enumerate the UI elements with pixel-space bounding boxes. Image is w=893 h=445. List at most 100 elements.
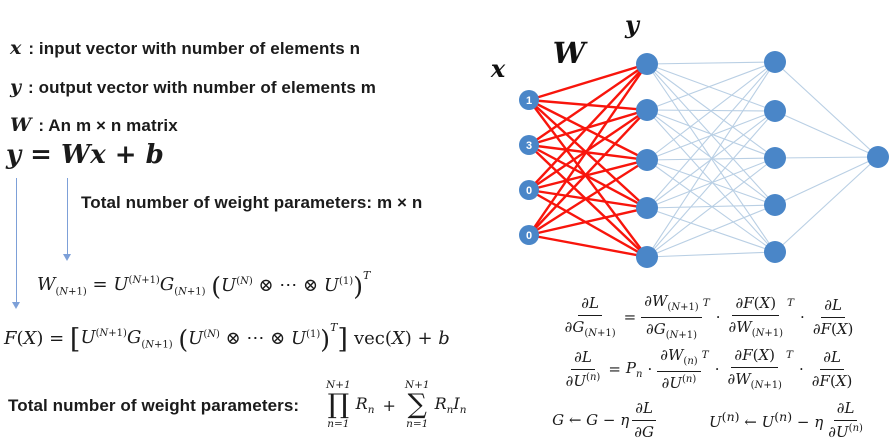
output-node [867,146,889,168]
w-decomposition-formula: W(N+1) = U(N+1)G(N+1) ( U(N) ⊗ ⋯ ⊗ U(1) … [37,269,370,301]
edge-hidden1-hidden2 [646,61,776,111]
param-count-formula: N+1 ∏ n=1 Rn + N+1 ∑ n=1 RnIn [323,371,468,439]
sum-glyph: ∑ [407,388,427,420]
frac-dW-dU: ∂W(n) ∂U(n) [657,346,701,392]
sum-upper-limit: N+1 [404,379,430,392]
input-node [519,180,539,200]
product-glyph: ∏ [327,388,350,420]
math-var-w: W [10,114,32,136]
product-term: Rn [355,393,375,417]
w-formula-lhs: W(N+1) = U(N+1)G(N+1) [37,273,206,298]
sum-operator: N+1 ∑ n=1 [405,380,430,429]
label-y: y [624,10,641,39]
main-equation: y = Wx + b [6,140,164,170]
edge-hidden2-output [774,110,879,158]
edge-hidden2-output [774,61,879,158]
edge-hidden1-hidden2 [646,157,776,258]
arrow-y-to-fx [12,178,21,309]
gradient-eq-2: ∂L ∂U(n) = Pn · ∂W(n) ∂U(n) T · ∂F(X) ∂W… [528,346,890,392]
edge-input-hidden1 [528,188,648,210]
edge-input-hidden1 [528,62,648,102]
dot-operator: · [714,360,720,379]
definition-x-text: : input vector with number of elements n [28,39,361,58]
edge-hidden2-output [774,156,879,206]
input-node-value: 3 [526,140,532,152]
definition-y: y : output vector with number of element… [10,76,376,98]
hidden1-node [636,149,658,171]
edge-hidden1-hidden2 [646,109,776,253]
equals: = [608,360,621,379]
dot-operator: · [715,308,721,326]
frac-dL-dG: ∂L ∂G(N+1) [564,293,616,339]
hidden2-node [764,194,786,216]
definition-w: W : An m × n matrix [10,114,178,136]
edge-input-hidden1 [528,188,648,259]
math-var-y: y [10,76,22,98]
product-upper-limit: N+1 [326,379,351,392]
edge-hidden1-hidden2 [646,63,776,112]
frac-dL-dF: ∂L ∂F(X) [812,295,854,338]
weight-count-label: Total number of weight parameters: [8,396,300,415]
product-lower-limit: n=1 [327,418,350,431]
frac-dW-dG: ∂W(N+1) ∂G(N+1) [641,292,702,342]
edge-input-hidden1 [528,109,648,236]
input-node-value: 0 [526,230,532,242]
transpose-sup: T [701,349,709,362]
hidden2-node [764,241,786,263]
w-formula-kron: U(N) ⊗ ⋯ ⊗ U(1) [221,275,354,296]
edge-input-hidden1 [528,63,648,236]
hidden2-node [764,147,786,169]
u-update-rule: U(n) ← U(n) − η ∂L ∂U(n) [709,399,866,442]
edge-hidden1-hidden2 [646,109,776,159]
plus-operator: + [382,395,396,415]
hidden1-node [636,53,658,75]
weight-count-note: Total number of weight parameters: m × n [81,193,423,212]
input-node [519,90,539,110]
edge-input-hidden1 [528,98,648,162]
edge-hidden1-hidden2 [646,61,776,258]
edge-input-hidden1 [528,158,648,237]
hidden1-node [636,197,658,219]
edge-input-hidden1 [528,63,648,146]
definition-w-text: : An m × n matrix [38,116,178,135]
g-update-rule: G ← G − η ∂L ∂G [552,399,657,442]
definition-y-text: : output vector with number of elements … [28,78,376,97]
edge-input-hidden1 [528,206,648,237]
edge-hidden2-output [774,156,879,253]
edge-hidden1-hidden2 [646,61,776,161]
fx-lhs: F(X) = [4,328,70,349]
edge-hidden2-output [774,156,879,159]
edge-input-hidden1 [528,233,648,259]
dot-operator: · [647,360,653,379]
equals: = [623,308,637,326]
transpose-sup: T [702,297,710,309]
left-paren: ( [211,272,222,301]
fx-formula: F(X) = [ U(N+1)G(N+1) ( U(N) ⊗ ⋯ ⊗ U(1) … [4,321,450,355]
frac-dL-dU: ∂L ∂U(n) [828,399,863,441]
update-rules: G ← G − η ∂L ∂G U(n) ← U(n) − η ∂L ∂U(n) [528,399,890,442]
product-operator: N+1 ∏ n=1 [326,380,351,429]
hidden2-node [764,51,786,73]
gradient-eq-1: ∂L ∂G(N+1) = ∂W(N+1) ∂G(N+1) T · ∂F(X) ∂… [528,292,890,342]
hidden2-node [764,100,786,122]
frac-dL-dG: ∂L ∂G [632,399,656,441]
fx-kron: U(N) ⊗ ⋯ ⊗ U(1) [188,328,321,349]
left-paren: ( [178,325,189,354]
edge-input-hidden1 [528,144,648,258]
left-bracket: [ [69,324,81,355]
frac-dF-dW: ∂F(X) ∂W(N+1) [728,293,784,339]
transpose-sup: T [787,297,795,309]
definition-x: x : input vector with number of elements… [10,37,360,59]
edge-hidden1-hidden2 [646,157,776,209]
dot-operator: · [800,308,805,326]
edge-input-hidden1 [528,63,648,191]
frac-dF-dW: ∂F(X) ∂W(N+1) [727,346,782,391]
frac-dL-dU: ∂L ∂U(n) [565,347,601,390]
edge-input-hidden1 [528,143,648,162]
sum-term: RnIn [434,393,467,417]
edge-hidden1-hidden2 [646,251,776,258]
sum-lower-limit: n=1 [406,418,429,431]
transpose-sup: T [785,349,793,362]
